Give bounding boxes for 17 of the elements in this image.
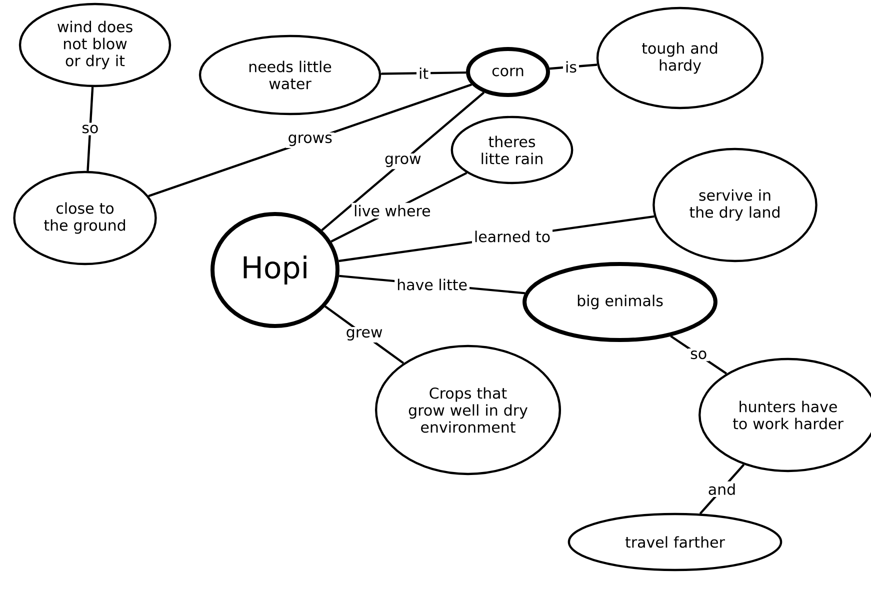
edge-label: learned to (472, 228, 553, 244)
edge-label: grow (382, 154, 424, 170)
edge-label: grows (286, 132, 334, 148)
connector-line (381, 71, 466, 75)
connector-line (321, 92, 485, 231)
connector-line (670, 335, 728, 374)
edge-label: grew (344, 327, 385, 343)
connector-line (86, 87, 94, 171)
edge-label: it (416, 65, 431, 81)
connector-line (550, 64, 598, 70)
edge-label: live where (352, 202, 433, 218)
edge-label: so (688, 348, 710, 362)
edge-label: so (80, 122, 101, 136)
edge-label: is (563, 59, 579, 75)
edge-label: have litte (394, 276, 470, 292)
edge-label: and (706, 481, 738, 497)
connector-line (148, 84, 472, 198)
